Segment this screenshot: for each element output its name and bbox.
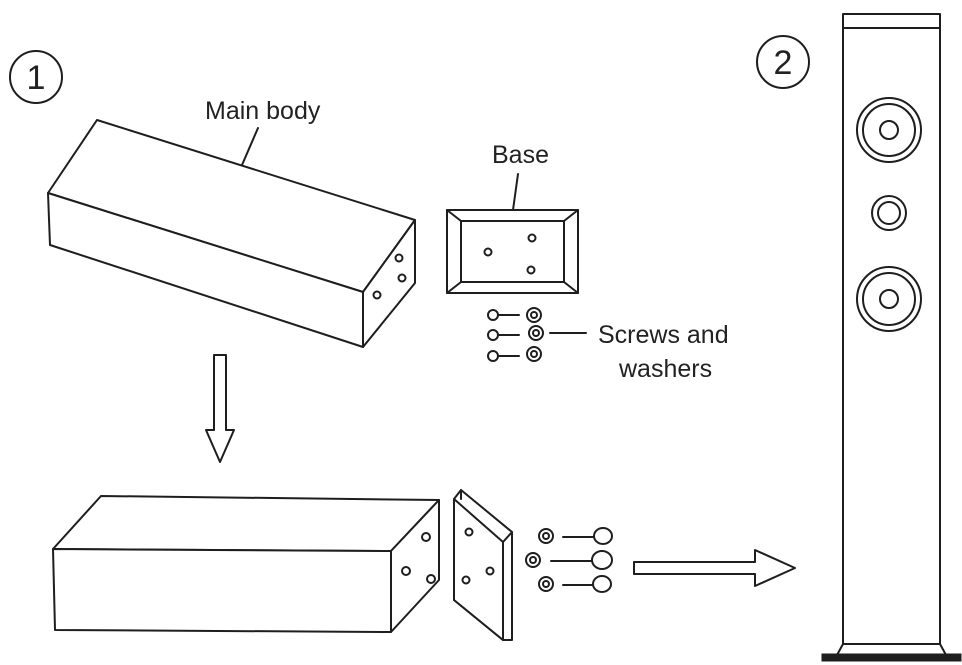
down-arrow-icon	[205, 354, 235, 463]
step-1-number: 1	[27, 59, 46, 97]
screws-and-washers-lower	[525, 527, 613, 593]
base-leader	[512, 173, 519, 211]
woofer-bottom-icon	[856, 266, 922, 332]
woofer-top-icon	[856, 97, 922, 163]
step-2-number: 2	[774, 44, 793, 82]
screws-label-line2: washers	[618, 355, 712, 383]
tower-speaker	[821, 13, 962, 662]
side-plate	[453, 489, 513, 641]
base-label: Base	[492, 141, 549, 169]
main-body-label: Main body	[205, 97, 321, 125]
right-arrow-icon	[633, 549, 796, 587]
screws-label-line1: Screws and	[598, 321, 729, 349]
main-body-leader	[241, 127, 259, 166]
main-body-box	[47, 119, 416, 348]
main-body-lower-box	[52, 495, 440, 633]
screws-and-washers-top	[487, 307, 544, 362]
tweeter-icon	[871, 195, 907, 231]
step-2-badge: 2	[756, 35, 810, 89]
step-1-badge: 1	[9, 50, 63, 104]
base-plate	[446, 209, 579, 294]
